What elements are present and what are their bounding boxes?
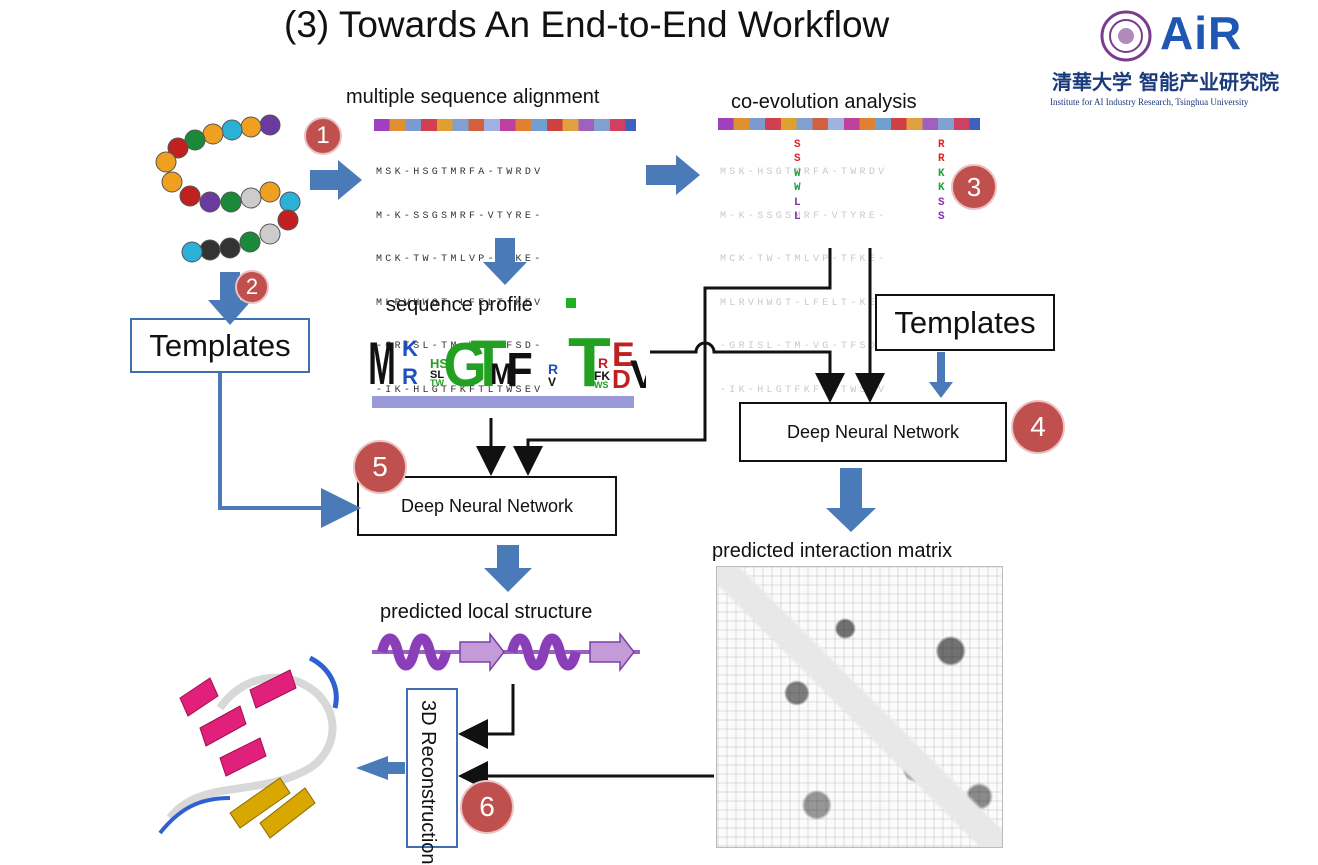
coevolution-row: -IK-HLGTFKFTLTWSEV: [720, 384, 888, 396]
step-badge-6: 6: [460, 780, 514, 834]
svg-text:R: R: [938, 139, 945, 151]
step-badge-5: 5: [353, 440, 407, 494]
svg-text:T: T: [568, 323, 611, 401]
coevolution-row: MCK-TW-TMLVP-TFKE-: [720, 254, 888, 265]
step-badge-1: 1: [304, 117, 342, 155]
svg-text:HS: HS: [430, 356, 448, 371]
sequence-profile-label: sequence profile: [386, 294, 533, 316]
svg-text:K: K: [402, 336, 418, 361]
svg-text:S: S: [938, 211, 945, 223]
sequence-logo: M K R HS SL TW G T M F R V T R FK WS E D…: [368, 298, 646, 408]
templates-right-label: Templates: [894, 304, 1036, 340]
step-badge-3: 3: [951, 164, 997, 210]
institute-english-name: Institute for AI Industry Research, Tsin…: [1050, 97, 1249, 107]
msa-row: MLRVHWGT-LFELT-KEV: [376, 297, 544, 309]
svg-text:D: D: [612, 364, 631, 394]
deep-neural-network-box-left: Deep Neural Network: [357, 476, 617, 536]
svg-text:R: R: [598, 355, 608, 371]
arrow-chain-to-msa: [310, 160, 362, 200]
svg-text:K: K: [938, 168, 945, 180]
arrow-msa-to-profile: [483, 238, 527, 285]
msa-header-bar: [374, 119, 636, 131]
msa-row: -GRISL-TM-VG-TFSD-: [376, 341, 544, 352]
amino-acid-chain-icon: [155, 114, 301, 263]
msa-row: M-K-SSGSMRF-VTYRE-: [376, 210, 544, 222]
svg-text:L: L: [794, 211, 801, 223]
msa-row: MSK-HSGTMRFA-TWRDV: [376, 167, 544, 178]
interaction-matrix: [716, 566, 1003, 848]
coevolution-row: -GRISL-TM-VG-TFSD-: [720, 341, 888, 352]
msa-row: MCK-TW-TMLVP-TFKE-: [376, 254, 544, 265]
tsinghua-seal-icon: [1100, 10, 1152, 62]
svg-text:SL: SL: [430, 369, 444, 381]
svg-text:W: W: [794, 182, 801, 194]
secondary-structure-icon: [372, 631, 640, 673]
reconstruction-box: 3D Reconstruction: [406, 688, 458, 865]
dnn-right-label: Deep Neural Network: [786, 421, 960, 442]
svg-text:E: E: [612, 336, 635, 374]
reconstruction-label: 3D Reconstruction: [417, 700, 439, 865]
svg-text:R: R: [548, 361, 558, 377]
coevolution-rows: MSK-HSGTMRFA-TWRDV M-K-SSGSMRF-VTYRE- MC…: [720, 137, 887, 413]
coevolution-row: MSK-HSGTMRFA-TWRDV: [720, 167, 888, 178]
svg-text:F: F: [506, 343, 532, 397]
step-badge-4: 4: [1011, 400, 1065, 454]
arrow-recon-to-protein: [356, 756, 405, 780]
templates-box-left: Templates: [130, 318, 310, 373]
air-logo: AiR: [1160, 7, 1243, 59]
flow-connectors: [208, 155, 953, 791]
local-structure-label: predicted local structure: [380, 601, 593, 623]
svg-text:S: S: [794, 153, 801, 165]
templates-box-right: Templates: [875, 294, 1055, 351]
interaction-matrix-label: predicted interaction matrix: [712, 540, 953, 562]
dnn-left-label: Deep Neural Network: [400, 495, 574, 516]
msa-row: -IK-HLGTFKFTLTWSEV: [376, 384, 544, 396]
svg-text:S: S: [938, 197, 945, 209]
coevolution-label: co-evolution analysis: [731, 91, 917, 113]
svg-text:T: T: [470, 327, 506, 401]
arrow-chain-to-templates: [208, 272, 252, 325]
svg-text:WS: WS: [594, 380, 609, 390]
svg-text:V: V: [630, 353, 646, 397]
svg-text:R: R: [402, 364, 418, 389]
coevolution-row: MLRVHWGT-LFELT-KEV: [720, 297, 888, 309]
svg-text:S: S: [794, 139, 801, 151]
svg-text:M: M: [368, 331, 395, 398]
coevolution-row: M-K-SSGSMRF-VTYRE-: [720, 210, 888, 222]
svg-text:M: M: [490, 358, 512, 392]
svg-text:FK: FK: [594, 369, 610, 383]
coevolution-header-bar: [718, 118, 980, 130]
templates-left-label: Templates: [149, 327, 291, 363]
arrow-dnn-left-to-local: [484, 545, 532, 592]
arrow-dnn-right-to-matrix: [826, 468, 876, 532]
institute-chinese-name: 清華大学 智能产业研究院: [1052, 70, 1279, 94]
arrow-msa-to-coevolution: [646, 155, 700, 195]
svg-text:L: L: [794, 197, 801, 209]
msa-label: multiple sequence alignment: [346, 86, 600, 108]
msa-rows: MSK-HSGTMRFA-TWRDV M-K-SSGSMRF-VTYRE- MC…: [376, 137, 543, 413]
svg-text:R: R: [938, 153, 945, 165]
deep-neural-network-box-right: Deep Neural Network: [739, 402, 1007, 462]
svg-text:W: W: [794, 168, 801, 180]
arrow-templates-to-dnn-right: [929, 352, 953, 398]
svg-text:G: G: [443, 331, 486, 399]
protein-structure-image: [158, 655, 339, 839]
svg-text:K: K: [938, 182, 945, 194]
svg-text:V: V: [548, 375, 556, 389]
step-badge-2: 2: [235, 270, 269, 304]
coevolution-highlights: S S W W L L R R K K S S: [794, 139, 945, 223]
page-title: (3) Towards An End-to-End Workflow: [284, 4, 890, 45]
svg-text:TW: TW: [430, 378, 444, 388]
